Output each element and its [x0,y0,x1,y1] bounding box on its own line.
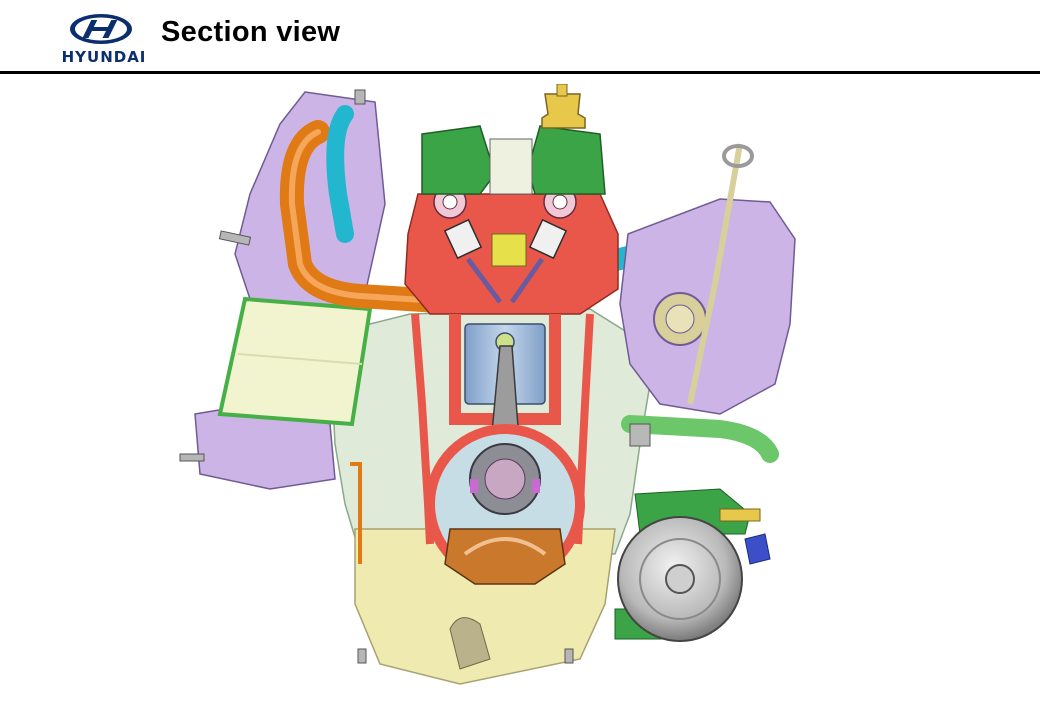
slide-header: HYUNDAI Section view [0,0,1040,75]
page-title: Section view [161,16,341,48]
engine-cross-section-illustration [179,84,796,685]
logo-wordmark: HYUNDAI [61,48,147,66]
coolant-passage-left [326,105,354,243]
hyundai-logo-icon [70,14,132,44]
catalytic-converter [217,296,373,427]
valve-cover-right [527,125,606,195]
header-divider [0,71,1040,74]
hyundai-logo: HYUNDAI [52,12,156,66]
valve-cover-left [421,125,496,195]
main-bearing-cap [444,528,566,585]
engine-section-figure [160,84,800,716]
